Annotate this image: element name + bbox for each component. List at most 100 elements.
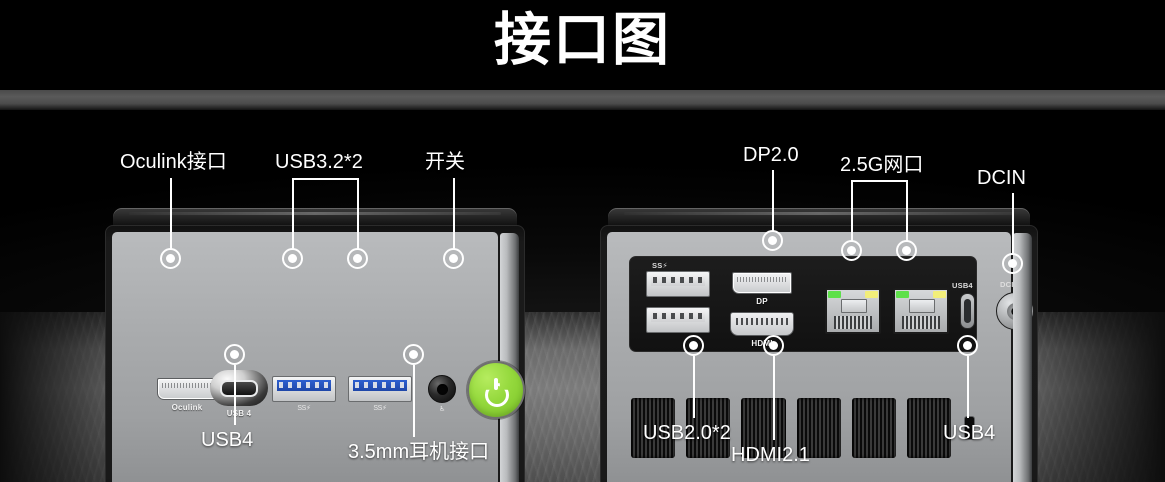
usb4-type-c-port-rear[interactable] bbox=[960, 293, 975, 329]
usb4-port-caption: USB 4 bbox=[226, 409, 252, 418]
leader-line-lan-left bbox=[851, 180, 853, 242]
ethernet-port-1-notch bbox=[841, 299, 867, 313]
callout-marker-icon bbox=[689, 341, 698, 350]
backdrop-light-band bbox=[0, 90, 1165, 112]
leader-line-power bbox=[453, 178, 455, 250]
callout-marker-icon bbox=[449, 254, 458, 263]
rear-chassis-body: SS⚡ DP HDMI bbox=[600, 225, 1038, 482]
callout-marker-usb32-1[interactable] bbox=[282, 248, 303, 269]
callout-marker-dcin[interactable] bbox=[1002, 253, 1023, 274]
callout-label-headphone: 3.5mm耳机接口 bbox=[348, 441, 490, 463]
power-icon bbox=[484, 378, 508, 402]
page-title: 接口图 bbox=[494, 8, 671, 72]
callout-marker-usb32-2[interactable] bbox=[347, 248, 368, 269]
callout-marker-usb4-rear[interactable] bbox=[957, 335, 978, 356]
callout-marker-dp[interactable] bbox=[762, 230, 783, 251]
callout-marker-usb20[interactable] bbox=[683, 335, 704, 356]
callout-marker-icon bbox=[902, 246, 911, 255]
callout-marker-icon bbox=[847, 246, 856, 255]
callout-marker-icon bbox=[230, 350, 239, 359]
leader-line-oculink bbox=[170, 178, 172, 250]
hdmi-caption: HDMI bbox=[751, 339, 773, 348]
usb20-port-upper[interactable] bbox=[646, 271, 710, 297]
front-chassis-top-highlight bbox=[129, 212, 501, 215]
rear-chassis-top-highlight bbox=[624, 212, 1014, 215]
headphone-jack-shape bbox=[428, 375, 456, 403]
ethernet-led-green-icon bbox=[828, 291, 841, 298]
callout-marker-lan-1[interactable] bbox=[841, 240, 862, 261]
front-panel-face bbox=[112, 232, 498, 482]
rear-io-plate: SS⚡ DP HDMI bbox=[629, 256, 1034, 352]
callout-marker-hdmi[interactable] bbox=[763, 335, 784, 356]
usb20-port-lower-tongue bbox=[651, 311, 705, 322]
leader-line-usb4-front bbox=[234, 365, 236, 425]
leader-line-hdmi bbox=[773, 356, 775, 440]
superspeed-icon: SS⚡ bbox=[652, 261, 668, 270]
usb4-type-c-port-front[interactable]: USB 4 bbox=[210, 370, 268, 418]
usb32-port-1[interactable]: SS⚡ bbox=[272, 376, 336, 412]
oculink-port[interactable]: Oculink bbox=[157, 378, 217, 412]
callout-label-usb20: USB2.0*2 bbox=[643, 422, 731, 444]
ethernet-port-2-notch bbox=[909, 299, 935, 313]
displayport-port[interactable]: DP bbox=[732, 272, 792, 306]
ethernet-led-amber-icon bbox=[933, 291, 946, 298]
callout-label-hdmi: HDMI2.1 bbox=[731, 444, 810, 466]
product-photo-stage: Oculink USB 4 SS⚡ SS⚡ bbox=[0, 90, 1165, 482]
rear-chassis-right-side bbox=[1013, 233, 1032, 482]
ethernet-port-2[interactable] bbox=[893, 288, 949, 334]
ethernet-port-1-shape bbox=[825, 288, 881, 334]
headphone-icon: ♿ bbox=[439, 406, 445, 413]
callout-marker-icon bbox=[166, 254, 175, 263]
callout-marker-oculink[interactable] bbox=[160, 248, 181, 269]
ventilation-grille bbox=[631, 398, 952, 458]
callout-marker-usb4-front[interactable] bbox=[224, 344, 245, 365]
displayport-caption: DP bbox=[756, 297, 768, 306]
callout-marker-headphone[interactable] bbox=[403, 344, 424, 365]
oculink-port-shape bbox=[157, 378, 217, 400]
usb4-type-c-rear-shape bbox=[960, 293, 975, 329]
ethernet-port-2-pins bbox=[902, 316, 940, 329]
ethernet-port-1-pins bbox=[834, 316, 872, 329]
dcin-caption: DCIN bbox=[1000, 280, 1020, 289]
callout-label-usb4-rear: USB4 bbox=[943, 422, 996, 444]
callout-label-lan: 2.5G网口 bbox=[840, 154, 924, 176]
callout-label-dp: DP2.0 bbox=[743, 144, 799, 166]
displayport-shape bbox=[732, 272, 792, 294]
usb32-port-2-tongue bbox=[353, 380, 407, 391]
front-chassis-right-side bbox=[500, 233, 519, 482]
power-button-shape bbox=[467, 361, 525, 419]
hdmi-shape bbox=[730, 312, 794, 336]
headphone-jack-hole bbox=[436, 383, 448, 395]
rear-chassis-top bbox=[608, 208, 1030, 228]
callout-label-usb4-front: USB4 bbox=[201, 429, 254, 451]
leader-line-usb32-right bbox=[357, 178, 359, 250]
callout-marker-icon bbox=[288, 254, 297, 263]
leader-bracket-lan bbox=[851, 180, 908, 182]
power-button[interactable] bbox=[467, 361, 525, 419]
leader-line-dp bbox=[772, 170, 774, 232]
vent-slot bbox=[796, 398, 841, 458]
usb32-port-1-tongue bbox=[277, 380, 331, 391]
kensington-lock-slot bbox=[964, 416, 975, 440]
callout-marker-icon bbox=[768, 236, 777, 245]
leader-line-headphone bbox=[413, 365, 415, 437]
ethernet-port-1[interactable] bbox=[825, 288, 881, 334]
callout-marker-icon bbox=[769, 341, 778, 350]
usb32-port-2-shape bbox=[348, 376, 412, 402]
leader-line-usb32-left bbox=[292, 178, 294, 250]
rear-panel-face: SS⚡ DP HDMI bbox=[607, 232, 1034, 482]
callout-marker-icon bbox=[1008, 259, 1017, 268]
callout-marker-power[interactable] bbox=[443, 248, 464, 269]
hdmi-port[interactable]: HDMI bbox=[730, 312, 794, 348]
usb4-type-c-slot bbox=[220, 379, 258, 397]
headphone-jack-port[interactable]: ♿ bbox=[428, 375, 456, 413]
usb32-port-2[interactable]: SS⚡ bbox=[348, 376, 412, 412]
vent-slot bbox=[631, 398, 676, 458]
usb20-port-lower[interactable] bbox=[646, 307, 710, 333]
callout-marker-lan-2[interactable] bbox=[896, 240, 917, 261]
mini-pc-rear-view: SS⚡ DP HDMI bbox=[600, 208, 1038, 482]
usb32-port-1-shape bbox=[272, 376, 336, 402]
leader-line-usb20 bbox=[693, 356, 695, 418]
callout-label-dcin: DCIN bbox=[977, 167, 1026, 189]
usb20-port-lower-shape bbox=[646, 307, 710, 333]
